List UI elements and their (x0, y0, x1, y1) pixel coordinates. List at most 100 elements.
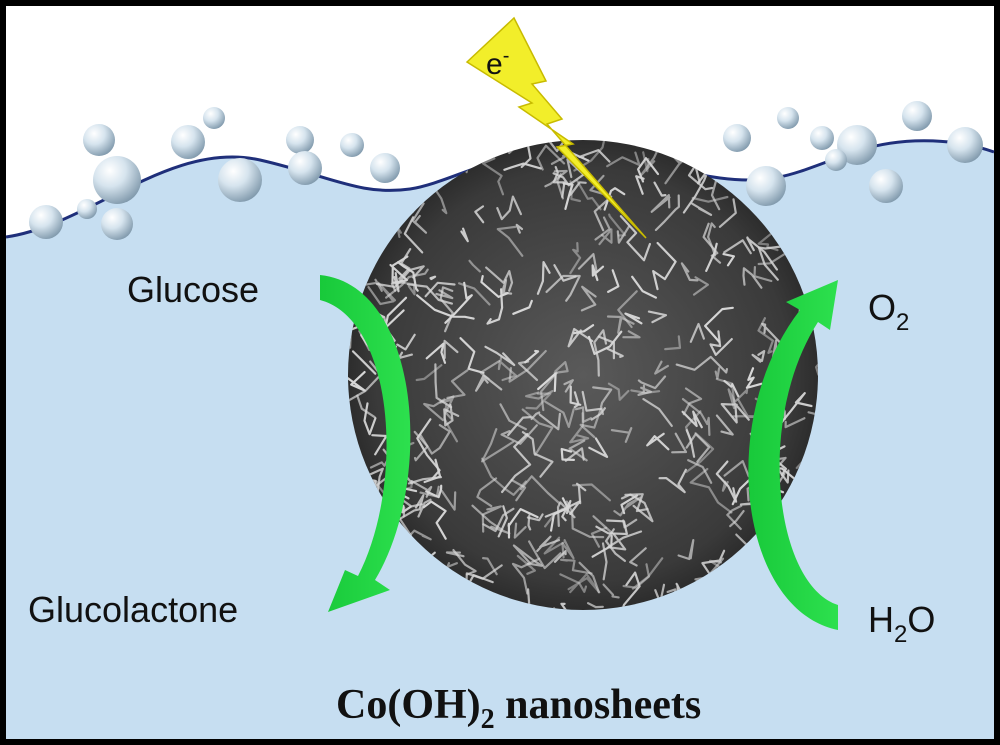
nanosheet-flake (507, 416, 532, 437)
nanosheet-flake (578, 561, 600, 594)
bubble (869, 169, 903, 203)
nanosheet-flake (757, 317, 774, 354)
nanosheet-flake (563, 379, 574, 393)
nanosheet-flake (567, 327, 594, 348)
nanosheet-flake (458, 282, 491, 306)
nanosheet-flake (500, 424, 538, 445)
nanosheet-flake (423, 398, 446, 422)
nanosheet-flake (675, 355, 728, 374)
caption: Co(OH)2 nanosheets (336, 682, 701, 735)
nanosheet-flake (512, 544, 543, 567)
bubble (77, 199, 97, 219)
nanosheet-flake (562, 182, 574, 210)
nanosheet-flake (598, 228, 613, 246)
electron-label: e- (486, 45, 509, 81)
nanosheet-flake (757, 253, 786, 266)
nanosheet-flake (606, 151, 641, 168)
nanosheet-flake (569, 385, 582, 406)
nanosheet-flake (403, 216, 424, 254)
nanosheet-flake (652, 241, 677, 291)
nanosheet-flake (677, 539, 695, 561)
nanosheet-flake (592, 515, 613, 535)
bubbles (29, 101, 983, 240)
nanosheet-flake (587, 602, 604, 609)
nanosheet-flake (413, 430, 429, 462)
nanosheet-flake (544, 169, 568, 188)
bubble (746, 166, 786, 206)
nanosheet-flake (393, 272, 400, 293)
nanosheet-flake (680, 262, 699, 282)
nanosheet-flake (619, 215, 651, 262)
nanosheet-flake (653, 181, 667, 197)
nanosheet-flake (607, 269, 620, 293)
nanosheet-flake (553, 264, 577, 282)
nanosheet-flake (452, 549, 477, 576)
nanosheet-flake (361, 278, 383, 292)
nanosheet-flake (423, 458, 442, 484)
nanosheet-flake (482, 507, 515, 533)
nanosheet-flake (691, 202, 713, 216)
nanosheet-flake (419, 424, 451, 455)
nanosheet-flake (664, 335, 682, 351)
nanosheet-flake (367, 282, 396, 306)
nanosheet-flake (777, 392, 813, 428)
nanosheet-flake (753, 266, 773, 283)
nanosheet-flake (435, 289, 454, 300)
nanosheet-flake (431, 185, 448, 215)
nanosheet-flake (367, 467, 384, 495)
glucose-oxidation-arrow (320, 275, 411, 612)
nanosheet-flake (569, 181, 587, 196)
nanosheet-flake (616, 225, 631, 244)
nanosheet-flake (718, 198, 737, 228)
nanosheet-flake (425, 342, 447, 364)
nanosheet-flake (545, 274, 581, 302)
nanosheet-flake (416, 294, 475, 320)
nanosheet-flake (629, 547, 647, 567)
nanosheet-flake (715, 414, 734, 436)
nanosheet-flake (538, 412, 561, 431)
nanosheet-flake (784, 417, 806, 429)
o2-label: O2 (868, 287, 909, 336)
water-oxidation-arrow (748, 280, 838, 630)
nanosheet-flake (729, 510, 745, 528)
nanosheet-flake (579, 408, 602, 439)
nanosheet-flake (593, 195, 613, 232)
nanosheet-flake (530, 411, 541, 420)
nanosheet-flake (622, 518, 638, 529)
nanosheet-flake (416, 418, 441, 480)
nanosheet-flake (726, 504, 743, 530)
glucose-label: Glucose (127, 269, 259, 310)
nanosheet-flake (510, 478, 527, 502)
nanosheet-flake (443, 339, 459, 359)
bubble (777, 107, 799, 129)
nanosheet-flake (446, 369, 469, 399)
nanosheet-flake (513, 522, 527, 539)
nanosheet-flake (685, 432, 711, 463)
nanosheet-flake (397, 281, 416, 296)
nanosheet-flake (552, 172, 585, 187)
nanosheet-flake (496, 195, 522, 221)
nanosheet-flake (481, 505, 502, 533)
nanosheet-flake (524, 349, 540, 364)
nanosheet-flake (608, 213, 627, 237)
nanosheet-flake (573, 140, 609, 172)
nanosheet-flake (525, 392, 552, 410)
nanosheet-flake (588, 437, 609, 458)
nanosheet-flake (553, 361, 569, 374)
nanosheet-flake (459, 337, 485, 374)
nanosheet-flake (624, 312, 643, 325)
nanosheet-flake (722, 253, 735, 267)
nanosheet-flake (480, 275, 509, 298)
bubble (171, 125, 205, 159)
nanosheet-flake (607, 382, 630, 401)
nanosheet-flake (742, 267, 763, 289)
nanosheet-flake (573, 391, 580, 409)
nanosheet-flake (536, 261, 551, 295)
nanosheet-flake (422, 500, 447, 540)
nanosheet-flake (671, 432, 688, 454)
nanosheet-flake (587, 330, 623, 355)
nanosheet-flake (723, 239, 752, 255)
nanosheet-flake (351, 350, 377, 375)
h2o-label: H2O (868, 599, 935, 648)
